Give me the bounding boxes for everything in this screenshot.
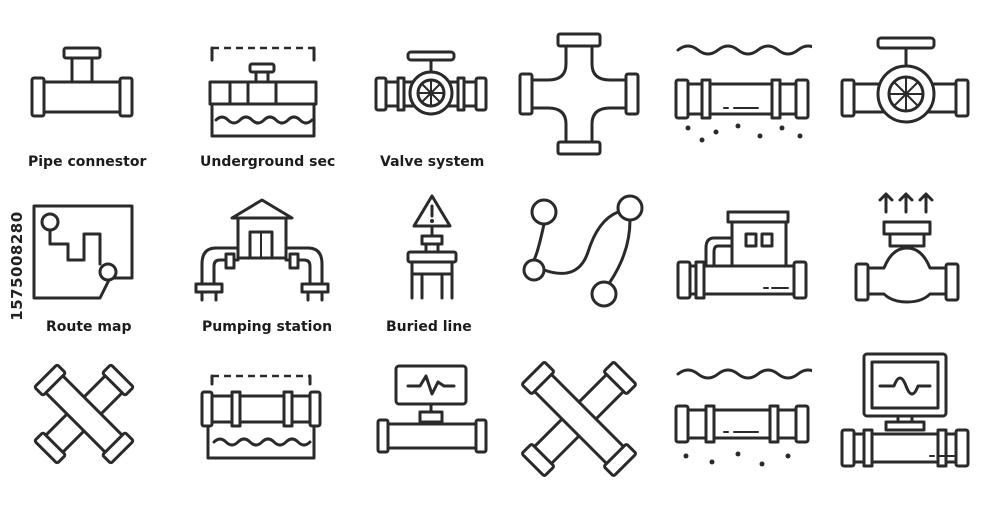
pipe-monitor-icon (376, 364, 488, 454)
label-buried-line: Buried line (386, 319, 472, 335)
pipe-cross-icon (518, 32, 640, 156)
label-pumping-station: Pumping station (202, 319, 333, 335)
underground-pipe-soil-icon (674, 44, 812, 143)
underground-pipe-icon (200, 374, 322, 460)
crossed-pipes-icon (33, 363, 135, 465)
route-map-icon (32, 204, 134, 300)
valve-steam-icon (854, 192, 960, 304)
stock-image-id: 1575008280 (8, 211, 26, 321)
underground-section-icon (208, 46, 318, 138)
valve-system-icon (374, 50, 488, 116)
pumping-station-icon (194, 198, 330, 302)
valve-wheel-icon (840, 36, 970, 124)
pump-machine-icon (676, 210, 808, 300)
buried-line-warning-icon (406, 194, 458, 300)
label-valve-system: Valve system (380, 154, 485, 170)
pipe-computer-monitor-icon (840, 352, 970, 468)
label-underground-section: Underground sec (200, 154, 336, 170)
pipe-tee-connector-icon (30, 46, 134, 118)
crossed-pipes-large-icon (521, 361, 637, 477)
underground-pipe-soil-2-icon (674, 368, 812, 467)
route-path-icon (522, 194, 644, 308)
label-pipe-connector: Pipe connestor (28, 154, 147, 170)
label-route-map: Route map (46, 319, 132, 335)
